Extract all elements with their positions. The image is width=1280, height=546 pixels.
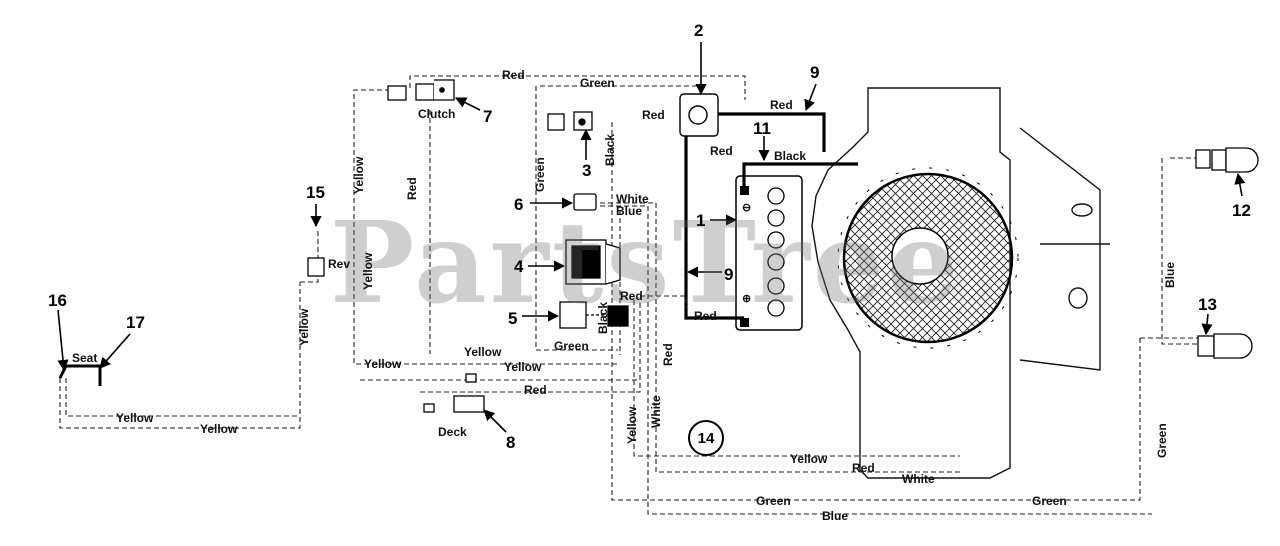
callout-14: 14	[688, 420, 724, 456]
callout-4: 4	[514, 257, 524, 276]
wire-label-black-5: Black	[596, 301, 610, 334]
callout-7: 7	[483, 107, 493, 126]
callout-16: 16	[48, 291, 67, 310]
callout-9b: 9	[724, 265, 734, 284]
wire-label-white-right: White	[902, 472, 935, 486]
wire-label-red-9: Red	[770, 98, 793, 112]
label-seat: Seat	[72, 351, 98, 365]
wire-label-yellow-bus2: Yellow	[364, 357, 402, 371]
wire-label-red-bus: Red	[524, 383, 547, 397]
wire-label-yellow-right: Yellow	[790, 452, 828, 466]
battery-plus-symbol: ⊕	[742, 293, 752, 305]
wire-label-yellow-bottom2: Yellow	[200, 422, 238, 436]
wire-label-red-battery: Red	[694, 309, 717, 323]
wire-label-green-bottom1: Green	[756, 494, 791, 508]
wire-label-green-5: Green	[554, 339, 589, 353]
wire-label-red-top: Red	[502, 68, 525, 82]
wire-label-yellow-left1: Yellow	[352, 156, 366, 194]
battery-minus-symbol: ⊖	[742, 202, 752, 214]
wire-label-green-bottom2: Green	[1032, 494, 1067, 508]
ignition-switch	[547, 111, 593, 131]
callout-1: 1	[696, 211, 706, 230]
callout-2: 2	[694, 21, 704, 40]
wire-label-yellow-rev: Yellow	[297, 308, 311, 346]
callout-8: 8	[506, 433, 516, 452]
callout-12: 12	[1232, 201, 1251, 220]
wire-label-green-right: Green	[1155, 423, 1169, 458]
watermark: PartsTree	[330, 198, 962, 329]
label-deck: Deck	[438, 425, 467, 439]
wire-label-red-5: Red	[620, 289, 643, 303]
label-rev: Rev	[328, 257, 351, 271]
callout-5: 5	[508, 309, 518, 328]
wire-label-green-top: Green	[580, 76, 615, 90]
wire-label-yellow-vert: Yellow	[625, 406, 639, 444]
module-4	[565, 239, 621, 285]
wire-label-red-solenoid: Red	[642, 108, 665, 122]
wire-label-red-vert: Red	[661, 343, 675, 366]
callout-arrows	[57, 42, 1246, 433]
wire-label-white-vert: White	[649, 395, 663, 428]
callout-15: 15	[306, 183, 325, 202]
wire-label-black-11: Black	[774, 149, 807, 163]
clutch-switch	[387, 79, 455, 101]
headlight-lower	[1197, 333, 1253, 359]
wire-label-red-left: Red	[405, 177, 419, 200]
callout-3: 3	[582, 161, 592, 180]
battery	[735, 175, 803, 331]
callout-9: 9	[810, 63, 820, 82]
headlight-upper	[1195, 147, 1259, 173]
wire-label-yellow-left2: Yellow	[361, 252, 375, 290]
wire-label-black-3: Black	[603, 133, 617, 166]
wire-label-blue-bottom: Blue	[822, 509, 849, 523]
solenoid	[679, 93, 719, 137]
callout-11: 11	[753, 119, 771, 138]
rev-switch	[307, 257, 325, 277]
callout-17: 17	[126, 313, 145, 332]
wire-label-yellow-bus3: Yellow	[504, 360, 542, 374]
wire-label-blue-6: Blue	[616, 204, 643, 218]
wire-label-white-6: White	[616, 192, 649, 206]
flywheel-screen	[837, 167, 1019, 349]
wire-label-green-6: Green	[533, 157, 547, 192]
engine-block	[811, 87, 1110, 479]
wire-label-blue-right: Blue	[1163, 261, 1177, 288]
callout-13: 13	[1198, 295, 1217, 314]
label-clutch: Clutch	[418, 107, 456, 121]
wire-label-yellow-bus1: Yellow	[464, 345, 502, 359]
wire-label-red-right: Red	[852, 461, 875, 475]
wire-label-yellow-bottom1: Yellow	[116, 411, 154, 425]
relay-5	[559, 301, 629, 329]
seat-switch	[58, 364, 102, 386]
connector-6	[573, 193, 597, 211]
wire-label-red-under: Red	[710, 144, 733, 158]
deck-switch	[423, 373, 485, 413]
callout-6: 6	[514, 195, 524, 214]
